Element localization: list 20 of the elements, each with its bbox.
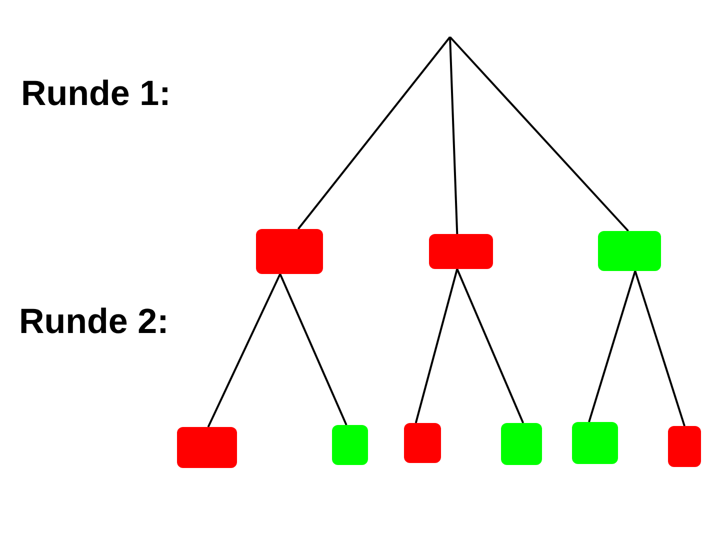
connector-line [279, 274, 348, 426]
colored-block [668, 426, 701, 467]
colored-block [501, 423, 542, 465]
colored-block [177, 427, 237, 468]
colored-block [572, 422, 618, 464]
connector-line [207, 274, 282, 428]
round-label: Runde 2: [19, 304, 169, 339]
connector-line [456, 268, 524, 424]
connector-line [449, 36, 458, 234]
colored-block [256, 229, 323, 274]
connector-line [449, 36, 629, 232]
connector-line [297, 36, 451, 230]
colored-block [404, 423, 441, 463]
connector-line [414, 268, 458, 424]
colored-block [598, 231, 661, 271]
connector-line [588, 270, 636, 422]
round-label: Runde 1: [21, 76, 171, 111]
colored-block [429, 234, 493, 269]
connector-line [634, 270, 686, 426]
colored-block [332, 425, 368, 465]
